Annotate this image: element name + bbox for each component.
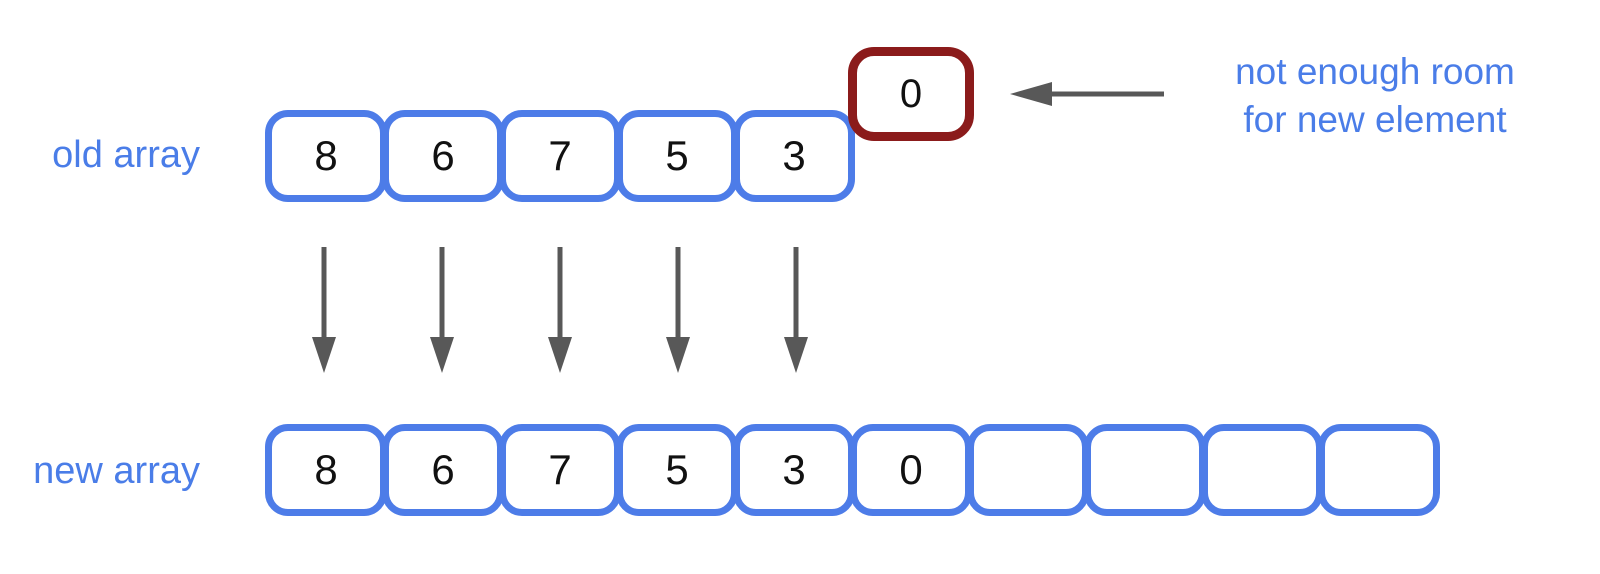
array-cell: 6 [382, 424, 504, 516]
annotation-line-2: for new element [1243, 99, 1507, 140]
array-cell [1201, 424, 1323, 516]
old-array-label: old array [52, 134, 200, 176]
annotation: not enough room for new element [1170, 48, 1580, 144]
array-cell: 0 [850, 424, 972, 516]
array-cell: 7 [499, 424, 621, 516]
new-array-label: new array [33, 450, 200, 492]
down-arrow-icon [312, 247, 336, 373]
array-cell: 3 [733, 110, 855, 202]
array-cell [1084, 424, 1206, 516]
array-cell: 5 [616, 110, 738, 202]
overflow-cell: 0 [848, 47, 974, 141]
array-cell: 5 [616, 424, 738, 516]
down-arrow-icon [548, 247, 572, 373]
array-cell: 3 [733, 424, 855, 516]
left-arrow-icon [1010, 82, 1164, 106]
array-cell: 8 [265, 110, 387, 202]
down-arrow-icon [666, 247, 690, 373]
down-arrow-icon [430, 247, 454, 373]
annotation-line-1: not enough room [1235, 51, 1515, 92]
array-cell [1318, 424, 1440, 516]
overflow-cell-value: 0 [899, 71, 923, 116]
array-cell [967, 424, 1089, 516]
array-cell: 8 [265, 424, 387, 516]
down-arrow-icon [784, 247, 808, 373]
copy-arrows [265, 245, 855, 375]
array-cell: 7 [499, 110, 621, 202]
array-cell: 6 [382, 110, 504, 202]
